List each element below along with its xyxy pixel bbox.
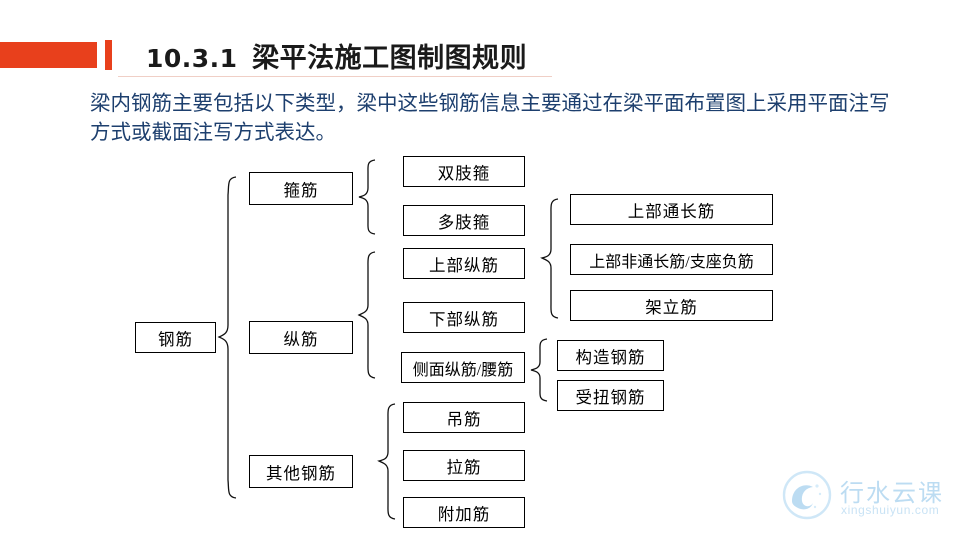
node-top-nonthrough-support-bar[interactable]: 上部非通长筋/支座负筋 [570,244,773,275]
node-root[interactable]: 钢筋 [135,322,216,353]
brace-other [377,403,396,520]
page-title-text: 梁平法施工图制图规则 [252,43,528,73]
brace-side-longitudinal [530,338,548,402]
node-erection-bar[interactable]: 架立筋 [570,290,773,321]
page-title-number: 10.3.1 [146,44,238,73]
page-title: 10.3.1 梁平法施工图制图规则 [146,36,527,75]
brace-top-longitudinal [540,198,559,319]
header-accent-bar [0,42,97,68]
node-additional-bar[interactable]: 附加筋 [403,497,525,528]
node-torsion-bar[interactable]: 受扭钢筋 [557,380,664,411]
brace-stirrup [358,159,376,235]
header-accent-tick [105,40,112,70]
node-bottom-longitudinal[interactable]: 下部纵筋 [403,302,525,333]
node-other-rebar[interactable]: 其他钢筋 [249,455,353,488]
node-stirrup[interactable]: 箍筋 [249,172,353,205]
node-side-longitudinal[interactable]: 侧面纵筋/腰筋 [401,352,525,383]
header-underline [118,76,552,77]
node-longitudinal[interactable]: 纵筋 [249,321,353,354]
brace-longitudinal [357,251,376,379]
node-top-through-bar[interactable]: 上部通长筋 [570,194,773,225]
watermark-logo: 行水云课 xingshuiyun.com [782,468,957,530]
node-double-limb-stirrup[interactable]: 双肢箍 [403,156,525,187]
node-structural-bar[interactable]: 构造钢筋 [557,340,664,371]
node-bent-up-bar[interactable]: 吊筋 [403,402,525,433]
node-top-longitudinal[interactable]: 上部纵筋 [403,248,525,279]
node-tie-bar[interactable]: 拉筋 [403,450,525,481]
wave-circle-icon [782,470,832,520]
watermark-url: xingshuiyun.com [841,503,940,517]
body-paragraph: 梁内钢筋主要包括以下类型，梁中这些钢筋信息主要通过在梁平面布置图上采用平面注写方… [90,93,890,144]
brace-root [217,176,237,499]
watermark-brand-cn: 行水云课 [840,481,944,507]
node-multi-limb-stirrup[interactable]: 多肢箍 [403,205,525,236]
